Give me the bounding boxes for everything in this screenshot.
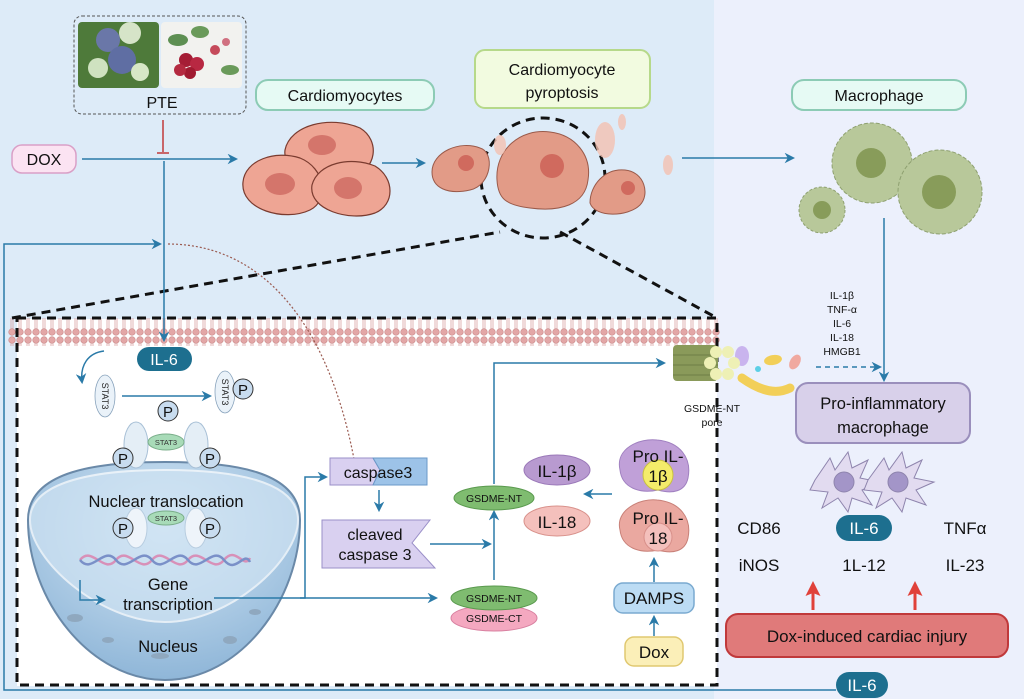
pyroptotic-cells bbox=[431, 114, 673, 215]
pro-inflammatory-box: Pro-inflammatory macrophage bbox=[795, 382, 971, 444]
phosphate-label: P bbox=[205, 521, 215, 538]
caspase3-label: caspase3 bbox=[344, 465, 413, 482]
cytokine-item: IL-1β bbox=[830, 290, 854, 302]
marker-inos: iNOS bbox=[739, 556, 780, 575]
macrophage-cells bbox=[798, 122, 983, 235]
pore-label-line2: pore bbox=[701, 417, 722, 429]
il6-receptor-badge bbox=[137, 347, 192, 371]
marker-il6: IL-6 bbox=[849, 519, 878, 538]
il1b-mature: IL-1β bbox=[523, 454, 591, 486]
pro-il1b-line1: Pro IL- bbox=[632, 447, 683, 466]
il1b-label: IL-1β bbox=[537, 462, 576, 481]
pro-inflammatory-line1: Pro-inflammatory bbox=[820, 395, 946, 413]
marker-il23: IL-23 bbox=[946, 556, 985, 575]
cytokine-item: HMGB1 bbox=[823, 346, 861, 358]
injury-label: Dox-induced cardiac injury bbox=[767, 627, 968, 646]
stat3-label: STAT3 bbox=[155, 438, 177, 447]
bottom-il6-badge bbox=[836, 672, 888, 698]
cleaved-caspase3-line2: caspase 3 bbox=[339, 547, 412, 564]
gsdme-nt-active: GSDME-NT bbox=[453, 485, 535, 511]
pore-label-line1: GSDME-NT bbox=[684, 403, 741, 415]
m1-macrophage-cells bbox=[809, 450, 936, 514]
stat3-label: STAT3 bbox=[100, 383, 110, 410]
feedback-loop-line bbox=[3, 238, 836, 691]
marker-il12: 1L-12 bbox=[842, 556, 885, 575]
phosphate-label: P bbox=[205, 451, 215, 468]
pyroptosis-label-line2: pyroptosis bbox=[526, 85, 599, 102]
gsdme-nt-to-pore-arrow bbox=[493, 357, 667, 484]
nucleus bbox=[26, 460, 302, 682]
stat3-label: STAT3 bbox=[220, 379, 230, 406]
dox-box: DOX bbox=[11, 144, 77, 174]
caspase3-box: caspase3 bbox=[329, 457, 428, 486]
marker-grid: CD86 IL-6 TNFα iNOS 1L-12 IL-23 bbox=[737, 515, 987, 575]
dna-helix bbox=[79, 553, 252, 567]
cleaved-caspase3-box: cleaved caspase 3 bbox=[321, 519, 437, 569]
gsdme-ct-label: GSDME-CT bbox=[466, 613, 523, 625]
transcription-arrow bbox=[79, 580, 107, 606]
cardiomyocyte-cells bbox=[242, 121, 391, 217]
dox-inner-box: Dox bbox=[624, 636, 684, 667]
stat3-phospho-right: STAT3 P bbox=[214, 370, 254, 414]
pro-il1b: Pro IL- 1β bbox=[618, 439, 690, 493]
stat3-left: STAT3 bbox=[94, 374, 116, 418]
marker-cd86: CD86 bbox=[737, 519, 780, 538]
marker-tnfa: TNFα bbox=[944, 519, 987, 538]
il6-to-stat3-arrow bbox=[75, 350, 105, 385]
macrophage-box: Macrophage bbox=[791, 79, 967, 111]
stat3-dimer-inner: STAT3 P P bbox=[112, 507, 221, 549]
pro-il18-line2: 18 bbox=[649, 529, 668, 548]
il6-badge bbox=[836, 515, 892, 541]
gsdme-nt-label: GSDME-NT bbox=[466, 493, 523, 505]
cardiac-injury-box: Dox-induced cardiac injury bbox=[725, 613, 1009, 658]
cytokine-item: TNF-α bbox=[827, 304, 857, 316]
stat3-label: STAT3 bbox=[155, 514, 177, 523]
bottom-il6-label: IL-6 bbox=[847, 676, 876, 695]
il18-label: IL-18 bbox=[538, 513, 577, 532]
gsdme-nt-label: GSDME-NT bbox=[466, 593, 523, 605]
transcription-to-caspase-arrow bbox=[214, 471, 329, 599]
stat3-dimer-outer: STAT3 P P bbox=[112, 421, 221, 469]
phosphate-label: P bbox=[238, 382, 248, 399]
gene-transcription-line1: Gene bbox=[148, 576, 188, 594]
phosphate-label: P bbox=[118, 451, 128, 468]
dox-label: DOX bbox=[27, 152, 62, 169]
pro-inflammatory-line2: macrophage bbox=[837, 419, 929, 437]
phosphate-label: P bbox=[118, 521, 128, 538]
pro-il1b-line2: 1β bbox=[648, 467, 667, 486]
macrophage-label: Macrophage bbox=[835, 88, 924, 105]
gsdme-pore: GSDME-NT pore bbox=[673, 345, 741, 429]
background-right bbox=[714, 0, 1024, 699]
cleaved-caspase3-line1: cleaved bbox=[347, 527, 402, 544]
pyroptosis-label-line1: Cardiomyocyte bbox=[509, 62, 616, 79]
cardiomyocytes-box: Cardiomyocytes bbox=[255, 79, 435, 111]
phosphate-label: P bbox=[163, 404, 173, 421]
cell-membrane bbox=[8, 318, 720, 346]
gsdme-full-length: GSDME-CT GSDME-NT bbox=[450, 585, 538, 632]
pte-box: PTE bbox=[73, 15, 247, 115]
cytokine-list: IL-1β TNF-α IL-6 IL-18 HMGB1 bbox=[823, 290, 861, 358]
pte-label: PTE bbox=[146, 95, 177, 112]
cytokine-item: IL-6 bbox=[833, 318, 851, 330]
damps-label: DAMPS bbox=[624, 589, 684, 608]
cytokine-item: IL-18 bbox=[830, 332, 854, 344]
nuclear-translocation-label: Nuclear translocation bbox=[89, 493, 244, 511]
pro-il18: Pro IL- 18 bbox=[618, 499, 690, 553]
il6-receptor-label: IL-6 bbox=[150, 352, 178, 369]
phosphate-free bbox=[157, 400, 179, 422]
pro-il18-line1: Pro IL- bbox=[632, 509, 683, 528]
gene-transcription-line2: transcription bbox=[123, 596, 213, 614]
dotted-caspase-arrow bbox=[167, 243, 356, 470]
dox-inner-label: Dox bbox=[639, 643, 670, 662]
damps-box: DAMPS bbox=[613, 582, 695, 614]
pyroptosis-box: Cardiomyocyte pyroptosis bbox=[474, 49, 651, 109]
il18-mature: IL-18 bbox=[523, 505, 591, 537]
nucleus-label: Nucleus bbox=[138, 638, 198, 656]
cardiomyocytes-label: Cardiomyocytes bbox=[288, 88, 403, 105]
